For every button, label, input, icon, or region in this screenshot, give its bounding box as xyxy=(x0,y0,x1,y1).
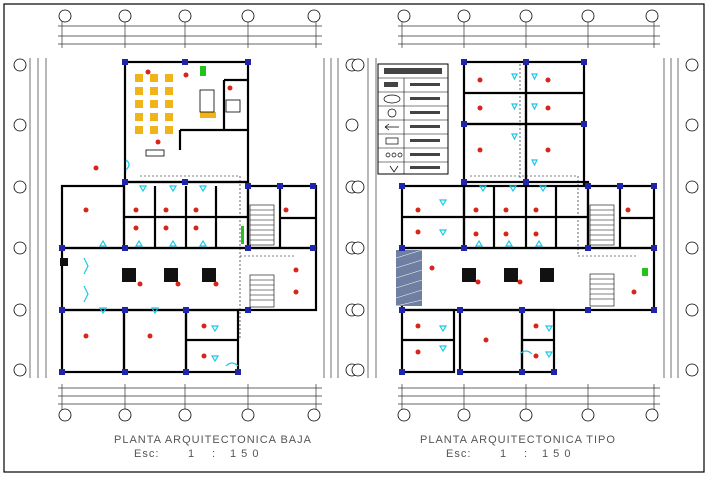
grid-axis-markers-top-right xyxy=(397,9,659,23)
structural-columns xyxy=(59,59,316,375)
bottom-dimension-chain-right xyxy=(398,384,660,412)
bottom-dimension-chain xyxy=(58,384,322,412)
elevator-blocks-typical xyxy=(462,268,554,282)
grid-axis-markers-left xyxy=(13,58,27,377)
right-dimension-chain-right xyxy=(663,58,679,378)
ground-floor-plan xyxy=(13,9,359,422)
grid-axis-markers-right xyxy=(345,58,359,377)
scale-label: Esc: xyxy=(134,448,160,460)
scale-label: Esc: xyxy=(446,448,472,460)
walls-typical xyxy=(400,60,656,374)
green-fixtures-typical xyxy=(642,268,648,276)
doors xyxy=(83,159,239,367)
plan-scale-ground: Esc: 1: 1 5 0 xyxy=(134,448,259,460)
scale-n1: 1 xyxy=(188,448,196,460)
dining-tables xyxy=(135,74,216,134)
top-dimension-chain xyxy=(58,20,322,48)
scale-n2: 1 5 0 xyxy=(542,448,572,460)
scale-n1: 1 xyxy=(500,448,508,460)
scale-sep: : xyxy=(212,448,217,460)
scale-sep: : xyxy=(524,448,529,460)
left-dimension-chain-right xyxy=(367,58,377,378)
sheet-border xyxy=(3,3,705,473)
structural-columns-typical xyxy=(399,59,657,375)
plan-scale-typical: Esc: 1: 1 5 0 xyxy=(446,448,571,460)
typical-floor-plan xyxy=(351,9,699,422)
left-dimension-chain xyxy=(29,58,47,378)
right-dimension-chain xyxy=(323,58,339,378)
grid-axis-markers-right-right xyxy=(685,58,699,377)
top-dimension-chain-right xyxy=(398,20,660,48)
grid-axis-markers-top xyxy=(58,9,321,23)
hatched-shaft xyxy=(395,249,423,307)
walls xyxy=(60,60,318,374)
plan-title-typical: PLANTA ARQUITECTONICA TIPO xyxy=(420,434,616,446)
room-tags xyxy=(83,69,299,359)
room-tags-typical xyxy=(415,77,637,359)
scale-n2: 1 5 0 xyxy=(230,448,260,460)
plan-title-ground: PLANTA ARQUITECTONICA BAJA xyxy=(114,434,312,446)
stairs-typical xyxy=(589,204,615,307)
grid-axis-markers-left-right xyxy=(351,58,365,377)
stairs-ground xyxy=(249,204,275,308)
grid-axis-markers-bottom xyxy=(58,408,321,422)
grid-axis-markers-bottom-right xyxy=(397,408,659,422)
green-fixtures xyxy=(200,66,244,244)
counter-furniture xyxy=(145,89,241,157)
symbol-legend-table xyxy=(377,63,449,175)
elevator-blocks xyxy=(60,258,216,282)
dashed-outline-typical xyxy=(470,64,636,257)
doors-typical xyxy=(438,73,554,359)
dashed-outline xyxy=(140,175,296,340)
